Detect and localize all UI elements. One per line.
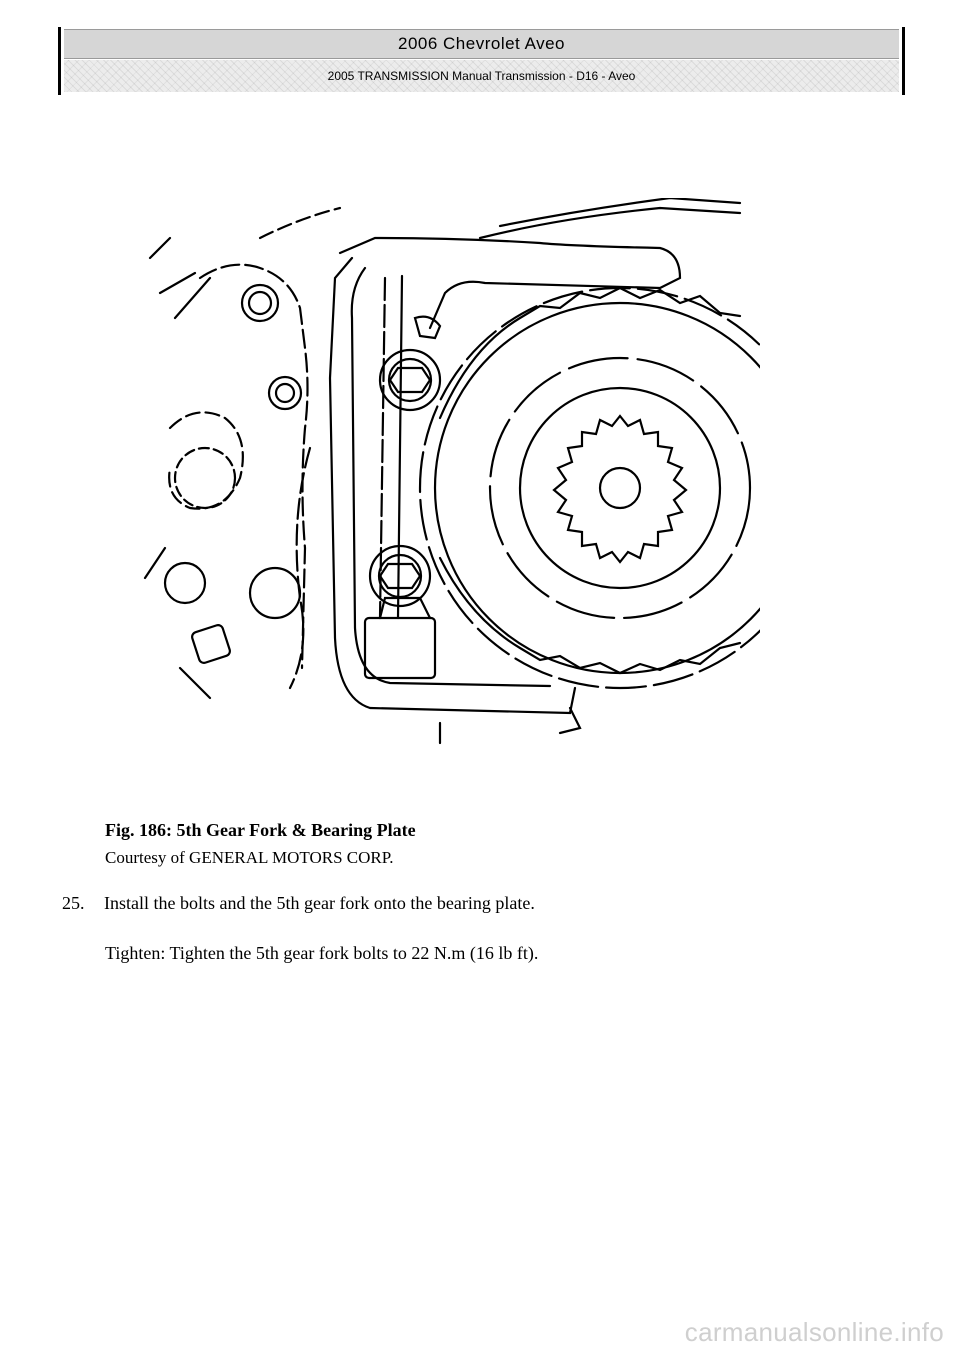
page-header: 2006 Chevrolet Aveo 2005 TRANSMISSION Ma… — [58, 27, 905, 95]
header-left-rule — [58, 27, 61, 95]
site-watermark: carmanualsonline.info — [684, 1317, 944, 1347]
step-number: 25. — [62, 893, 85, 913]
procedure-step: 25. Install the bolts and the 5th gear fo… — [62, 893, 535, 914]
document-subtitle: 2005 TRANSMISSION Manual Transmission - … — [64, 60, 899, 92]
gear-fork-illustration — [140, 198, 760, 758]
torque-spec: Tighten: Tighten the 5th gear fork bolts… — [105, 943, 539, 963]
document-title: 2006 Chevrolet Aveo — [64, 29, 899, 59]
figure-caption: Fig. 186: 5th Gear Fork & Bearing Plate — [105, 820, 416, 840]
header-right-rule — [902, 27, 905, 95]
figure-credit: Courtesy of GENERAL MOTORS CORP. — [105, 848, 394, 867]
step-text: Install the bolts and the 5th gear fork … — [104, 893, 535, 913]
